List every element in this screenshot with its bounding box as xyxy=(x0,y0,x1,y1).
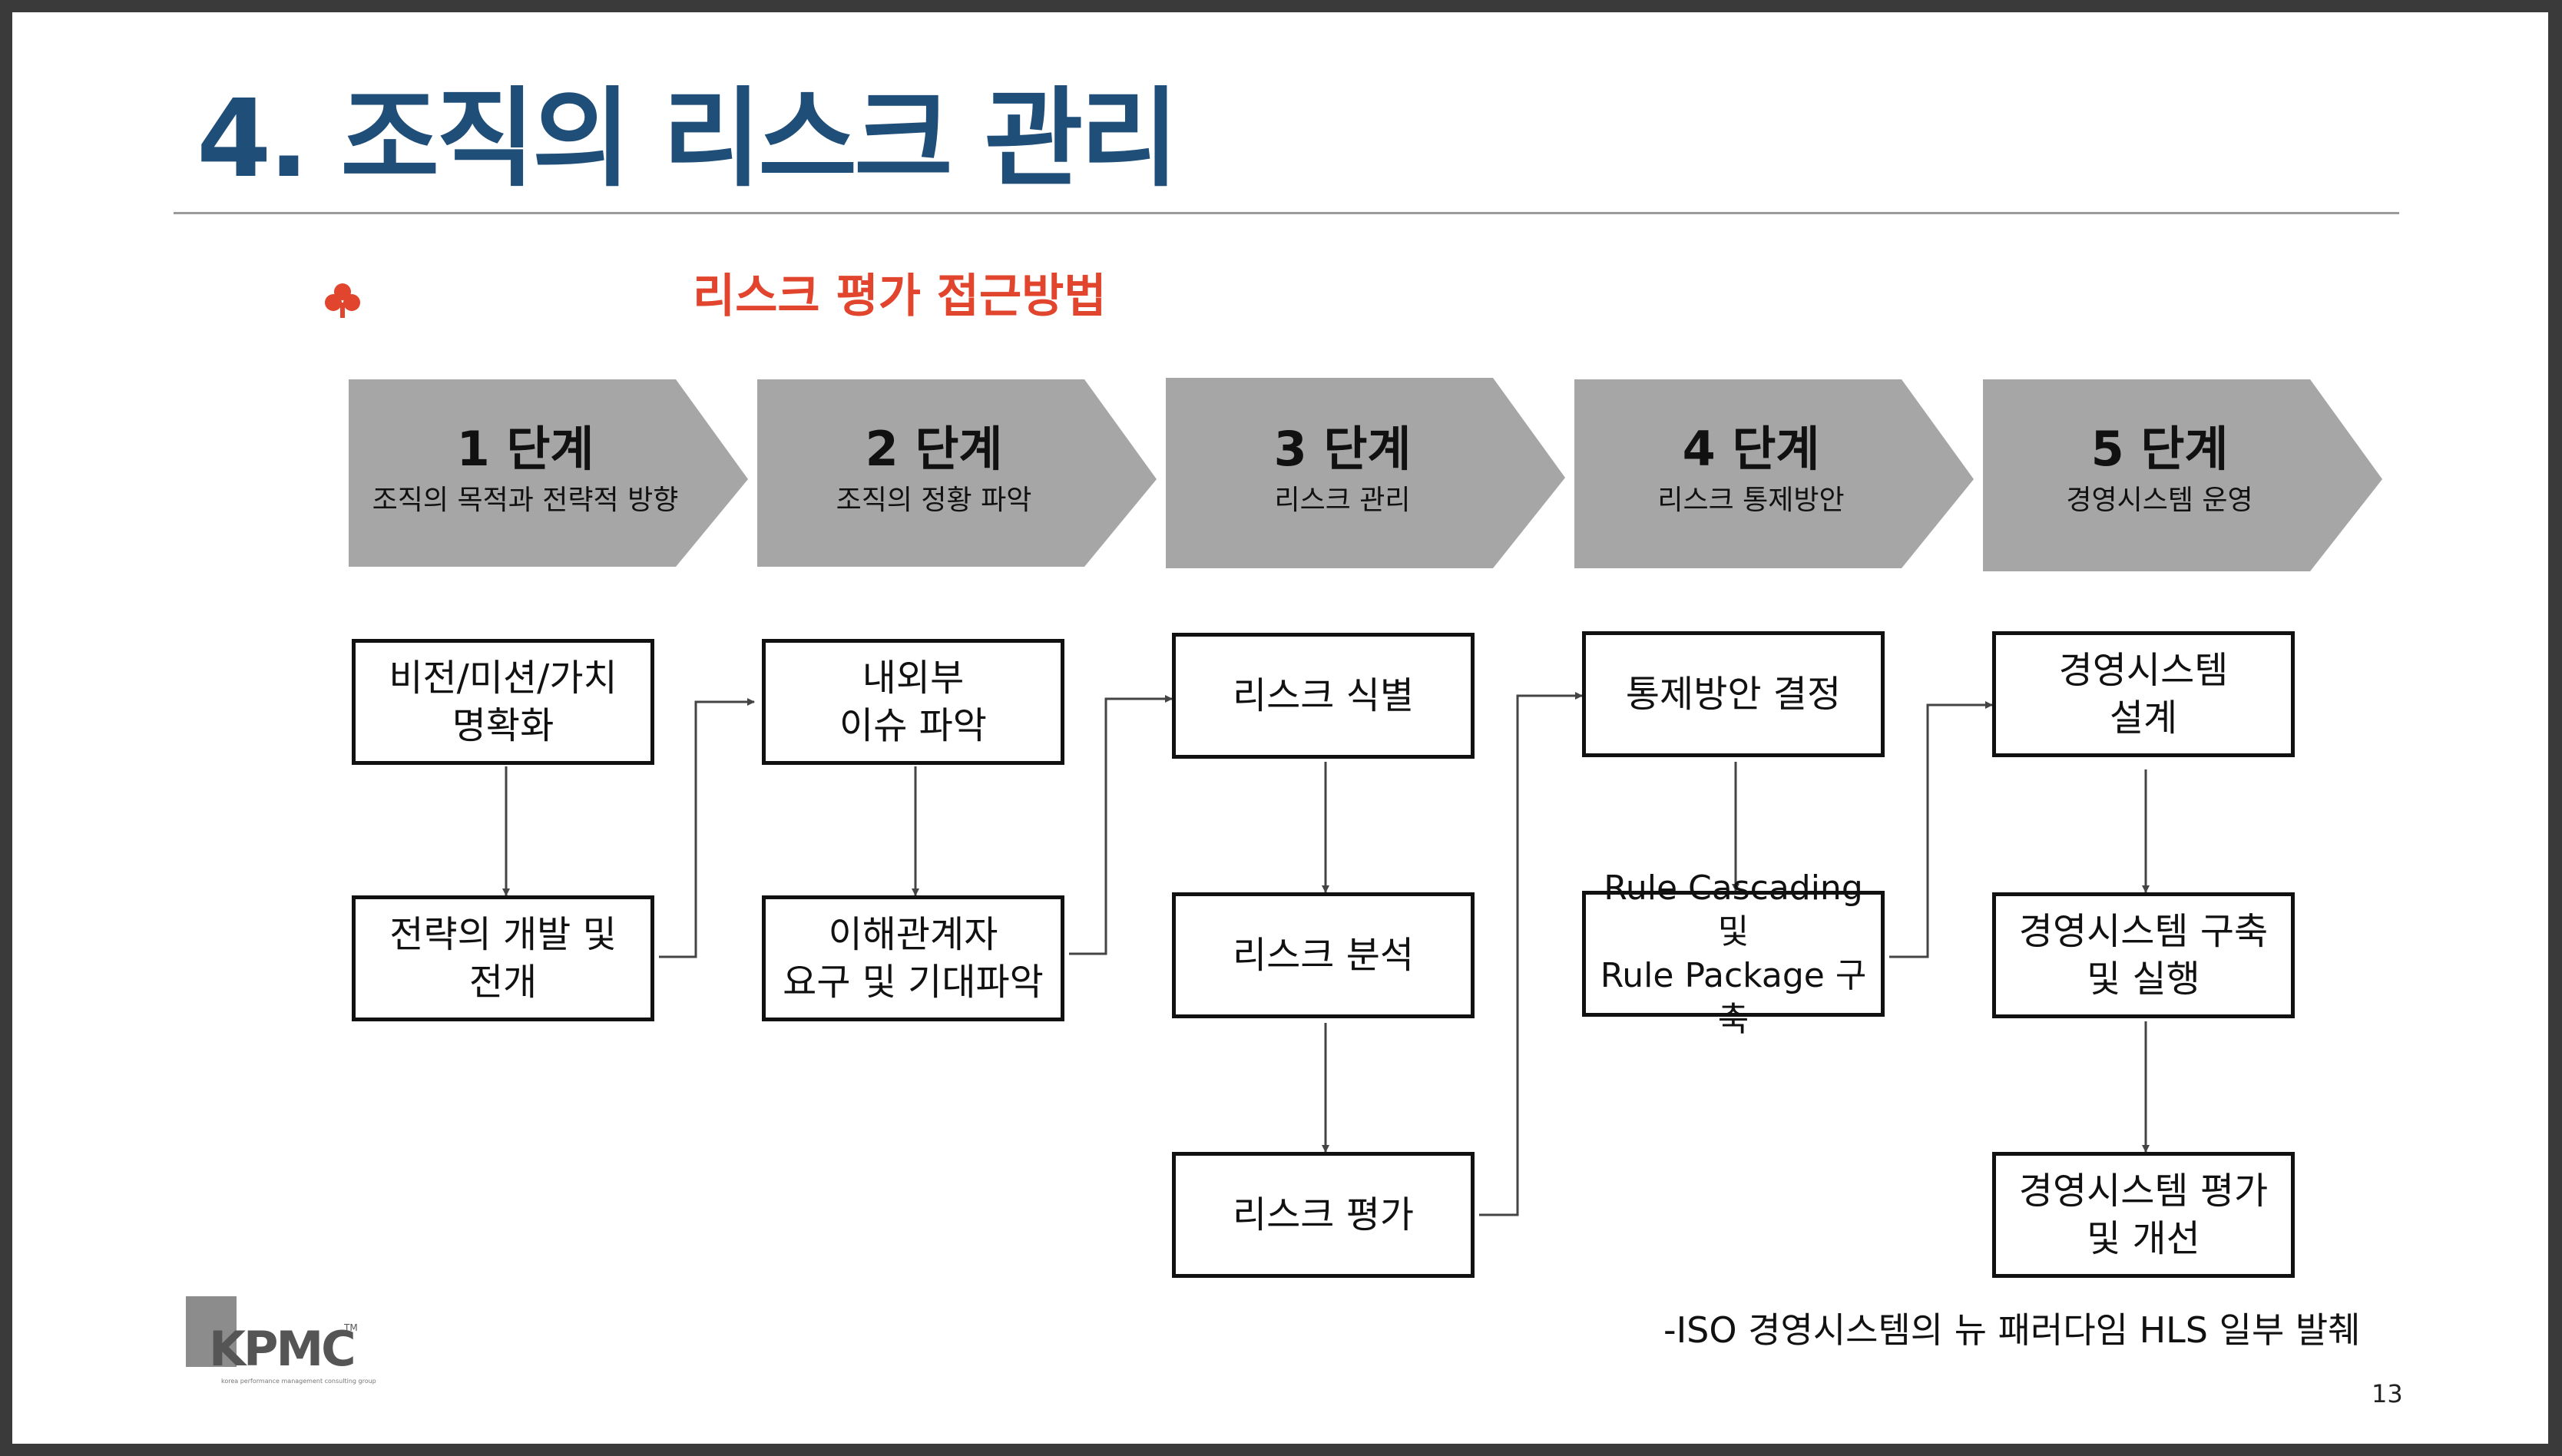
stage-subtitle: 조직의 목적과 전략적 방향 xyxy=(372,485,679,516)
flow-box-label: 경영시스템 구축 및 실행 xyxy=(2018,909,2269,1001)
flow-box-label: 통제방안 결정 xyxy=(1625,672,1842,716)
clover-icon xyxy=(324,283,361,319)
stage-subtitle: 조직의 정황 파악 xyxy=(836,485,1032,516)
flow-box-risk-analysis: 리스크 분석 xyxy=(1172,892,1475,1018)
flow-connectors xyxy=(502,692,2150,1216)
flow-box-label: 비전/미션/가치 명확화 xyxy=(389,656,617,747)
flow-box-label: 리스크 식별 xyxy=(1232,673,1415,717)
kpmc-logo: KPMC TM korea performance management con… xyxy=(175,1295,376,1387)
stage-3: 3 단계 리스크 관리 xyxy=(1166,370,1568,571)
stage-subtitle: 경영시스템 운영 xyxy=(2066,485,2253,516)
logo-tagline: korea performance management consulting … xyxy=(221,1378,376,1385)
flow-box-label: 경영시스템 평가 및 개선 xyxy=(2018,1169,2269,1260)
flow-box-label: 리스크 분석 xyxy=(1232,933,1415,977)
stage-5: 5 단계 경영시스템 운영 xyxy=(1983,370,2385,571)
flow-box-label: 리스크 평가 xyxy=(1232,1193,1415,1236)
flow-box-system-evaluation: 경영시스템 평가 및 개선 xyxy=(1992,1152,2295,1278)
logo-mark xyxy=(186,1296,237,1367)
flow-box-label: 경영시스템 설계 xyxy=(2058,648,2229,740)
stage-1: 1 단계 조직의 목적과 전략적 방향 xyxy=(349,370,751,571)
flow-box-system-build: 경영시스템 구축 및 실행 xyxy=(1992,892,2295,1018)
flow-box-stakeholders: 이해관계자 요구 및 기대파악 xyxy=(762,895,1064,1021)
flow-box-issues: 내외부 이슈 파악 xyxy=(762,639,1064,765)
stage-subtitle: 리스크 통제방안 xyxy=(1657,485,1845,516)
flow-box-strategy: 전략의 개발 및 전개 xyxy=(352,895,654,1021)
flow-box-label: 전략의 개발 및 전개 xyxy=(389,912,617,1004)
stage-title: 2 단계 xyxy=(865,421,1003,477)
flow-box-risk-evaluation: 리스크 평가 xyxy=(1172,1152,1475,1278)
section-heading-text: 리스크 평가 접근방법 xyxy=(693,270,1107,323)
flow-box-label: Rule Cascading 및 Rule Package 구축 xyxy=(1600,868,1867,1040)
source-note: -ISO 경영시스템의 뉴 패러다임 HLS 일부 발췌 xyxy=(1663,1309,2361,1351)
page-title: 4. 조직의 리스크 관리 xyxy=(197,77,1179,202)
slide: 4. 조직의 리스크 관리 리스크 평가 접근방법 1 단계 조직의 목적과 전… xyxy=(12,12,2548,1444)
stage-title: 1 단계 xyxy=(456,421,594,477)
flow-box-risk-identification: 리스크 식별 xyxy=(1172,633,1475,759)
flow-box-label: 내외부 이슈 파악 xyxy=(839,656,987,747)
stage-4: 4 단계 리스크 통제방안 xyxy=(1574,370,1977,571)
page-number: 13 xyxy=(2372,1379,2403,1408)
flow-box-vision: 비전/미션/가치 명확화 xyxy=(352,639,654,765)
logo-wordmark: KPMC xyxy=(209,1321,356,1377)
stage-title: 5 단계 xyxy=(2090,421,2229,477)
stage-2: 2 단계 조직의 정황 파악 xyxy=(757,370,1160,571)
logo-trademark: TM xyxy=(344,1322,358,1333)
flow-box-rule-cascading: Rule Cascading 및 Rule Package 구축 xyxy=(1582,869,1885,1039)
stage-title: 4 단계 xyxy=(1682,421,1820,477)
stage-title: 3 단계 xyxy=(1273,421,1412,477)
stage-subtitle: 리스크 관리 xyxy=(1274,485,1411,516)
title-divider xyxy=(174,212,2399,214)
flow-box-control-decision: 통제방안 결정 xyxy=(1582,631,1885,757)
flow-box-system-design: 경영시스템 설계 xyxy=(1992,631,2295,757)
flow-box-label: 이해관계자 요구 및 기대파악 xyxy=(783,912,1044,1004)
